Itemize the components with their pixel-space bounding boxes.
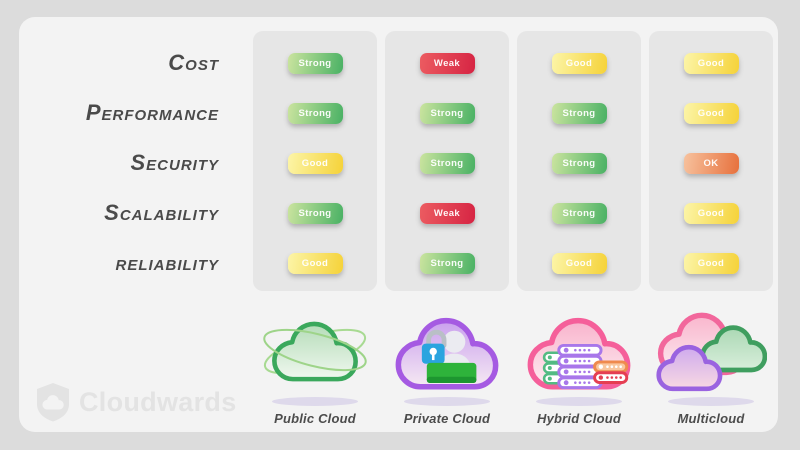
rating-badge: Strong xyxy=(551,102,607,124)
figure-shadow xyxy=(272,397,358,406)
cloudwards-wordmark: Cloudwards xyxy=(79,386,237,417)
rating-cell: Strong xyxy=(385,238,509,288)
row-label-cost: Cost xyxy=(168,50,219,75)
rating-badge: Good xyxy=(683,52,739,74)
rating-cell: Strong xyxy=(253,88,377,138)
rating-cell: Strong xyxy=(385,88,509,138)
rating-cell: Good xyxy=(649,188,773,238)
rating-cell: Good xyxy=(253,238,377,288)
rating-badge: OK xyxy=(683,152,739,174)
figure-public-cloud: Public Cloud xyxy=(253,304,377,426)
row-label-scalability: Scalability xyxy=(104,200,219,225)
row-label-performance: Performance xyxy=(85,100,219,125)
figure-multicloud: Multicloud xyxy=(649,304,773,426)
rating-cell: Weak xyxy=(385,188,509,238)
rating-badge: Strong xyxy=(287,202,343,224)
rating-badge: Good xyxy=(287,252,343,274)
rating-cell: Good xyxy=(649,238,773,288)
multicloud-icon xyxy=(655,304,767,396)
rating-badge: Strong xyxy=(419,152,475,174)
rating-cell: Good xyxy=(649,38,773,88)
row-label-security: Security xyxy=(130,150,219,175)
cloudwards-logo: Cloudwards xyxy=(35,382,237,422)
cloudwards-shield-icon xyxy=(37,383,69,422)
figure-label-multicloud: Multicloud xyxy=(677,411,745,426)
rating-badge: Good xyxy=(287,152,343,174)
rating-badge: Weak xyxy=(419,52,475,74)
cloud-type-figures: Public Cloud Private Cloud xyxy=(37,304,773,426)
row-label-reliability: reliability xyxy=(115,250,219,275)
private-cloud-icon xyxy=(391,304,503,396)
figure-label-hybrid-cloud: Hybrid Cloud xyxy=(536,411,621,426)
rating-badge: Good xyxy=(551,52,607,74)
rating-cell: Strong xyxy=(385,138,509,188)
content-card: Cost Performance Security Scalability re… xyxy=(19,17,778,432)
figure-hybrid-cloud: Hybrid Cloud xyxy=(517,304,641,426)
rating-cell: Strong xyxy=(517,88,641,138)
rating-badge: Good xyxy=(683,202,739,224)
figure-shadow xyxy=(536,397,622,406)
rating-badge: Strong xyxy=(419,102,475,124)
rating-badge: Strong xyxy=(419,252,475,274)
public-cloud-icon xyxy=(263,304,367,396)
rating-cell: Good xyxy=(649,88,773,138)
rating-badge: Strong xyxy=(287,102,343,124)
rating-badge: Good xyxy=(683,252,739,274)
rating-badge: Strong xyxy=(287,52,343,74)
hybrid-cloud-icon xyxy=(523,304,635,396)
rating-badge: Weak xyxy=(419,202,475,224)
rating-badge: Strong xyxy=(551,202,607,224)
rating-cell: Strong xyxy=(517,188,641,238)
rating-cell: Strong xyxy=(517,138,641,188)
rating-badge: Good xyxy=(683,102,739,124)
figure-shadow xyxy=(668,397,754,406)
rating-badge: Strong xyxy=(551,152,607,174)
rating-cell: Strong xyxy=(253,188,377,238)
figure-private-cloud: Private Cloud xyxy=(385,304,509,426)
comparison-matrix: Cost Performance Security Scalability re… xyxy=(37,31,773,291)
rating-cell: Good xyxy=(517,38,641,88)
rating-cell: OK xyxy=(649,138,773,188)
figure-label-public-cloud: Public Cloud xyxy=(274,411,356,426)
rating-badge: Good xyxy=(551,252,607,274)
rating-cell: Good xyxy=(517,238,641,288)
rating-cell: Good xyxy=(253,138,377,188)
rating-cell: Strong xyxy=(253,38,377,88)
rating-cell: Weak xyxy=(385,38,509,88)
figure-shadow xyxy=(404,397,490,406)
figure-label-private-cloud: Private Cloud xyxy=(403,411,491,426)
